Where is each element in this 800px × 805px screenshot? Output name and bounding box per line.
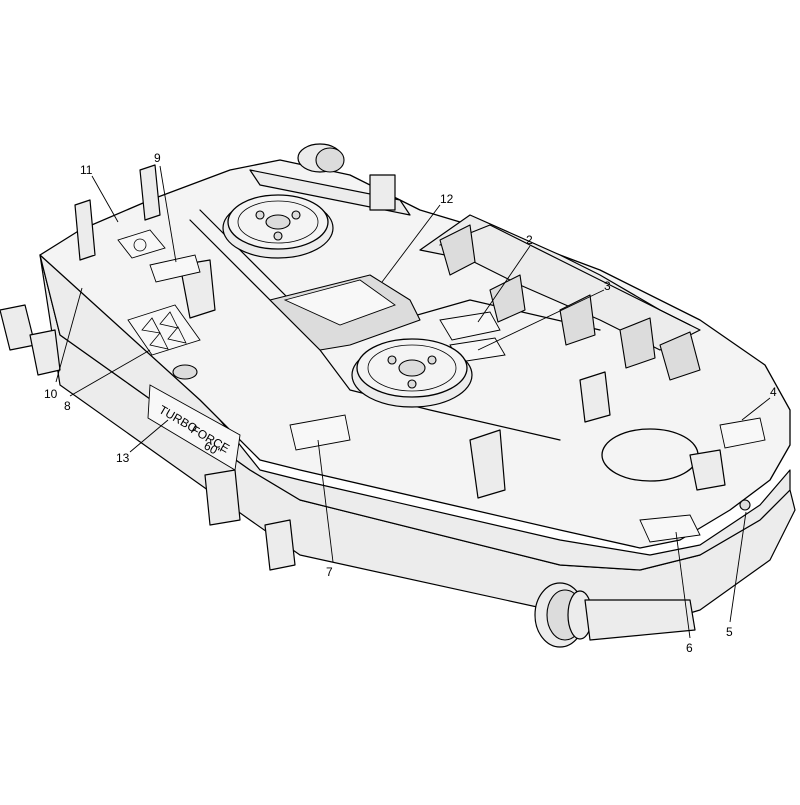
- rear-wheel: [249, 143, 411, 216]
- decal-7: [289, 414, 351, 451]
- callout-9: 9: [154, 151, 161, 165]
- rear-channel: [419, 214, 701, 381]
- callout-2: 2: [526, 233, 533, 247]
- callout-leaders: [55, 165, 771, 639]
- callout-12: 12: [440, 192, 454, 206]
- decal-11: [117, 229, 166, 259]
- callout-8: 8: [64, 399, 71, 413]
- callout-11: 11: [80, 163, 93, 177]
- decal-12: [283, 279, 396, 326]
- decal-6: [639, 514, 701, 543]
- callout-7: 7: [326, 565, 333, 579]
- fitting-5: [739, 499, 751, 511]
- decal-2: [439, 311, 501, 341]
- decal-9: [149, 254, 201, 283]
- callout-10: 10: [44, 387, 58, 401]
- callout-3: 3: [604, 279, 611, 293]
- discharge-area: [289, 371, 766, 543]
- callout-6: 6: [686, 641, 693, 655]
- front-wheel: [534, 582, 696, 648]
- spindle-pulley-upper: [222, 194, 334, 259]
- callout-numbers: 11 9 12 2 3 4 10 8 13 7 6 5: [44, 151, 777, 655]
- warning-decal-8: [127, 304, 201, 380]
- decal-4: [719, 417, 766, 449]
- lift-brackets-left: [0, 164, 296, 571]
- callout-13: 13: [116, 451, 130, 465]
- spindle-pulley-lower: [351, 338, 473, 408]
- callout-4: 4: [770, 385, 777, 399]
- callout-5: 5: [726, 625, 733, 639]
